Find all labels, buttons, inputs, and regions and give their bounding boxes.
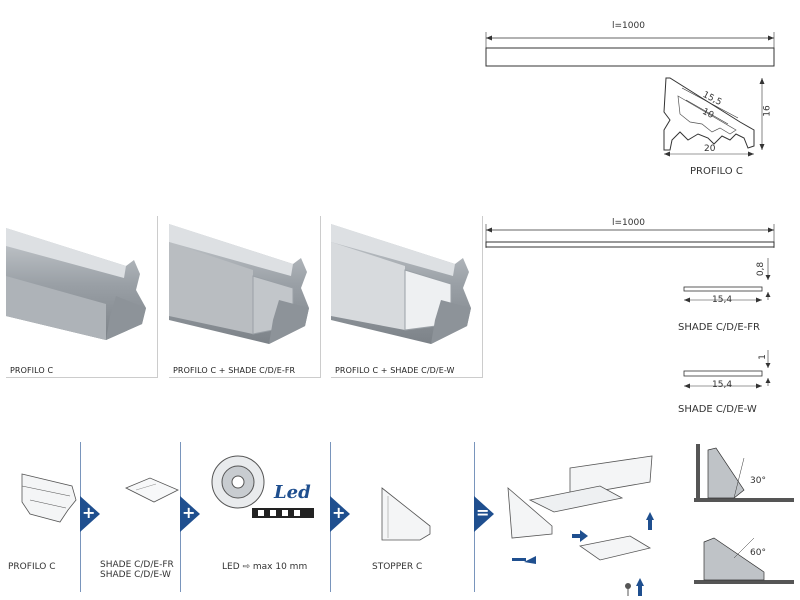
- profile-length-label: l=1000: [612, 21, 645, 31]
- profile-section-svg: [663, 77, 765, 157]
- shade-fr-svg: [683, 258, 771, 303]
- angle-top-value: 30°: [750, 476, 766, 486]
- angle-detail-bottom: 60°: [694, 522, 794, 592]
- stopper-sketch: [381, 487, 431, 541]
- shade-fr-thickness: 0,8: [756, 261, 767, 277]
- assembly-row: + + + = PROFILO C SHADE C/D/E-FR SHADE C…: [0, 436, 800, 600]
- profile-length-svg: [485, 32, 775, 67]
- chevron-plus-icon: [330, 496, 350, 532]
- operator-plus-1: +: [80, 496, 100, 532]
- shade-fr-drawing: 0,8 15,4 SHADE C/D/E-FR: [678, 258, 788, 338]
- angle-bottom-value: 60°: [750, 548, 766, 558]
- operator-symbol: +: [182, 503, 196, 522]
- operator-plus-2: +: [180, 496, 200, 532]
- operator-symbol: +: [82, 503, 96, 522]
- operator-plus-3: +: [330, 496, 350, 532]
- operator-symbol: =: [476, 503, 490, 522]
- shade-w-svg: [683, 350, 771, 389]
- assembly-profile-sketch: [21, 473, 77, 523]
- shade-length-svg: [485, 224, 775, 248]
- angle-detail-top: 30°: [694, 440, 794, 510]
- shade-fr-width: 15,4: [712, 295, 733, 305]
- angle-30-sketch: [694, 444, 794, 502]
- assembly-profile-caption: PROFILO C: [8, 562, 56, 572]
- shade-w-caption: SHADE C/D/E-W: [678, 404, 757, 415]
- shade-length-drawing: l=1000: [484, 218, 776, 258]
- photo-shade-fr-caption: PROFILO C + SHADE C/D/E-FR: [173, 366, 296, 375]
- photo-shade-w-image: [331, 224, 471, 344]
- assembly-shade-sketch: [125, 477, 179, 503]
- chevron-plus-icon: [180, 496, 200, 532]
- led-reel-icon: [211, 455, 314, 518]
- shade-length-label: l=1000: [612, 218, 645, 228]
- assembly-result-sketch: [507, 455, 654, 596]
- angle-60-sketch: [694, 537, 794, 584]
- profile-section-drawing: 15,5 10 16 20 PROFILO C: [650, 74, 780, 184]
- assembly-shade-caption-2: SHADE C/D/E-W: [100, 570, 171, 580]
- shade-w-width: 15,4: [712, 380, 733, 390]
- shade-w-drawing: 1 15,4 SHADE C/D/E-W: [678, 344, 788, 424]
- photo-profilo-c: PROFILO C: [6, 216, 158, 378]
- shade-fr-caption: SHADE C/D/E-FR: [678, 322, 760, 333]
- profile-length-drawing: l=1000: [484, 18, 776, 78]
- photo-profilo-c-image: [6, 228, 146, 340]
- chevron-equals-icon: [474, 496, 494, 532]
- chevron-plus-icon: [80, 496, 100, 532]
- profile-dim-height: 16: [762, 105, 773, 117]
- profile-drawing-caption: PROFILO C: [690, 166, 743, 177]
- photo-profilo-c-shade-w: PROFILO C + SHADE C/D/E-W: [331, 216, 483, 378]
- shade-w-thickness: 1: [757, 354, 768, 360]
- photo-profilo-c-shade-fr: PROFILO C + SHADE C/D/E-FR: [169, 216, 321, 378]
- photo-shade-w-caption: PROFILO C + SHADE C/D/E-W: [335, 366, 455, 375]
- assembly-shade-caption-1: SHADE C/D/E-FR: [100, 560, 174, 570]
- assembly-stopper-caption: STOPPER C: [372, 562, 423, 572]
- photo-profilo-c-caption: PROFILO C: [10, 366, 54, 375]
- operator-symbol: +: [332, 503, 346, 522]
- operator-equals: =: [474, 496, 494, 532]
- photo-shade-fr-image: [169, 224, 309, 344]
- led-logo: Led: [274, 482, 311, 503]
- assembly-led-caption: LED ⇨ max 10 mm: [222, 562, 308, 572]
- profile-dim-width: 20: [704, 144, 716, 154]
